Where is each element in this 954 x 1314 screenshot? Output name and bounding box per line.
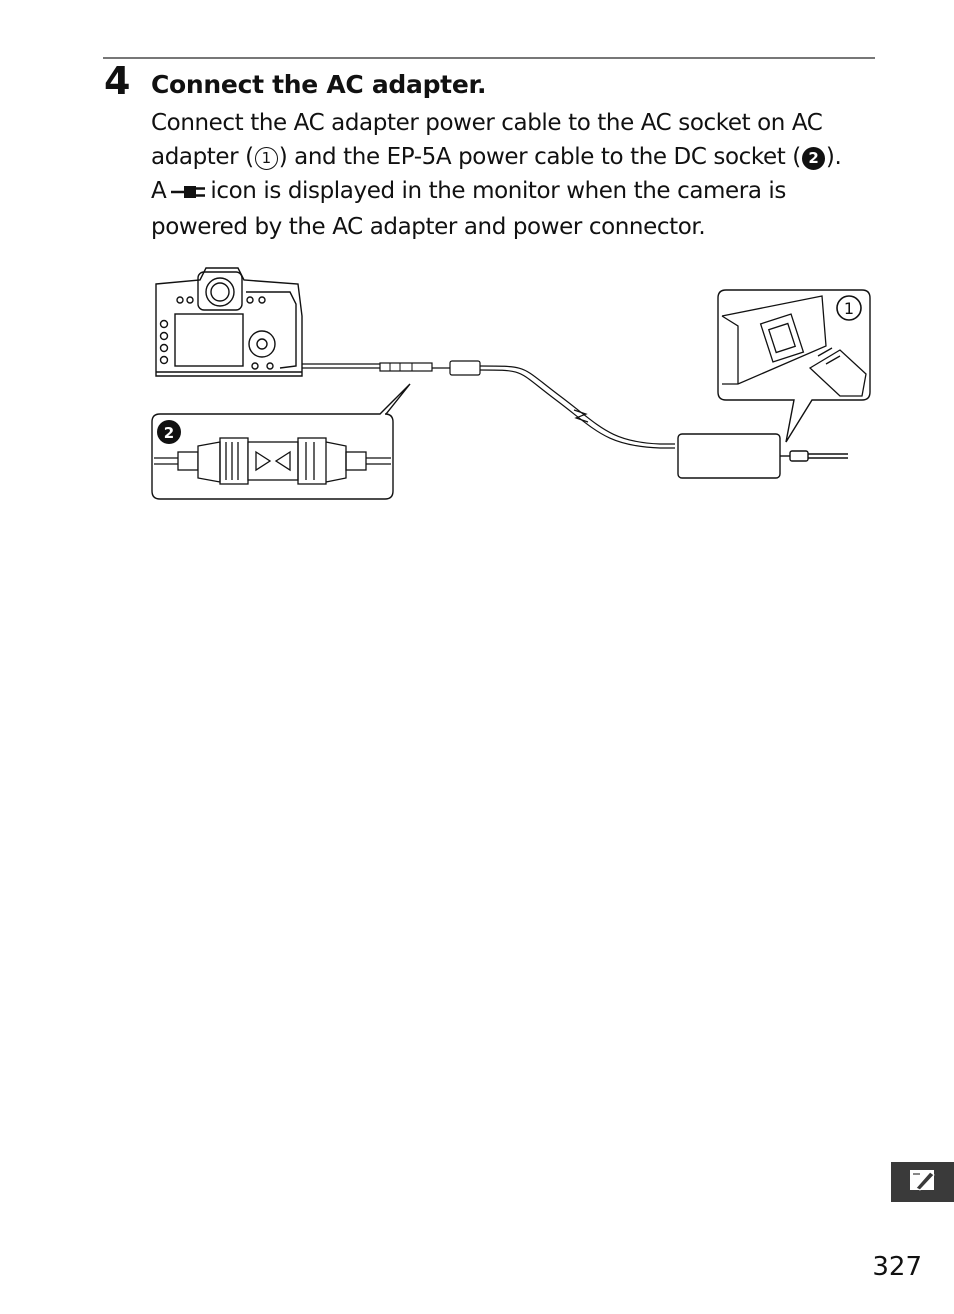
- text-fragment: ) and the EP-5A power cable to the DC so…: [278, 144, 802, 170]
- callout-2-detail: 2: [151, 383, 411, 500]
- ep-5a-cable: [302, 360, 675, 449]
- text-fragment: ).: [825, 144, 842, 170]
- callout-2-marker: 2: [801, 147, 825, 170]
- section-tab: [891, 1162, 954, 1202]
- header-rule: [103, 57, 875, 59]
- step-instructions: Connect the AC adapter power cable to th…: [151, 106, 881, 244]
- instruction-line: Connect the AC adapter power cable to th…: [151, 110, 823, 136]
- page-number: 327: [872, 1252, 922, 1282]
- text-fragment: A: [151, 178, 167, 204]
- instruction-line: powered by the AC adapter and power conn…: [151, 214, 706, 240]
- pencil-note-icon: [906, 1166, 940, 1198]
- power-plug-icon: [170, 176, 206, 210]
- callout-1-marker: 1: [254, 147, 278, 170]
- callout-1-label: 1: [844, 299, 854, 318]
- step-title: Connect the AC adapter.: [151, 70, 487, 99]
- callout-1-detail: 1: [717, 289, 871, 443]
- text-fragment: icon is displayed in the monitor when th…: [210, 178, 787, 204]
- ac-adapter-icon: [677, 433, 848, 479]
- text-fragment: adapter (: [151, 144, 254, 170]
- connection-illustration: 1 2: [151, 267, 871, 500]
- instruction-line: adapter (1) and the EP-5A power cable to…: [151, 140, 881, 174]
- callout-2-label: 2: [164, 424, 174, 442]
- step-number: 4: [104, 59, 131, 103]
- camera-icon: [155, 267, 303, 377]
